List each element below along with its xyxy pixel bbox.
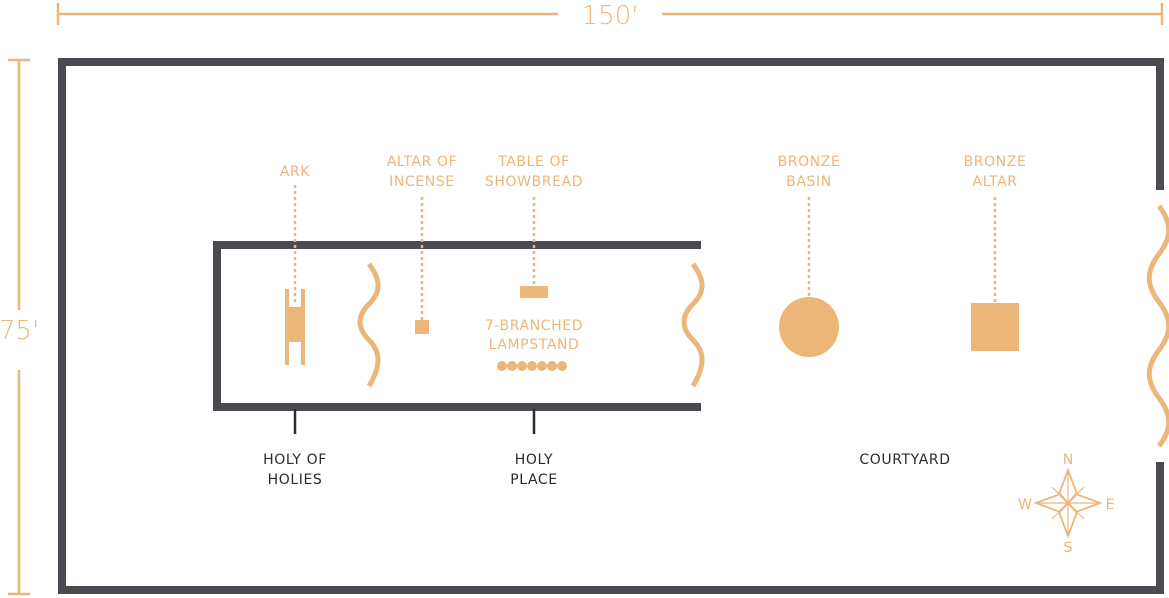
bronze-altar-label-1: BRONZE xyxy=(964,154,1027,170)
courtyard-wall xyxy=(58,58,1164,594)
holy-place-label-2: PLACE xyxy=(510,472,558,488)
bronze-altar-label-2: ALTAR xyxy=(972,174,1017,190)
compass-rose-icon: N S E W xyxy=(1018,452,1114,556)
holy-of-holies-label-2: HOLIES xyxy=(268,472,323,488)
veil-curtain xyxy=(357,262,381,388)
showbread-label-1: TABLE OF xyxy=(497,154,570,170)
courtyard-gate-curtain xyxy=(1146,204,1169,448)
ark-label: ARK xyxy=(280,164,311,180)
ark: ARK xyxy=(280,164,311,365)
courtyard-label: COURTYARD xyxy=(859,452,950,468)
lampstand-lamps xyxy=(497,361,567,371)
compass-north: N xyxy=(1063,452,1073,468)
altar-incense-label-1: ALTAR OF xyxy=(387,154,458,170)
basin-label-1: BRONZE xyxy=(778,154,841,170)
height-label: 75' xyxy=(0,316,39,346)
compass-east: E xyxy=(1106,497,1115,513)
altar-incense-label-2: INCENSE xyxy=(389,174,455,190)
compass-south: S xyxy=(1064,540,1073,556)
height-dimension: 75' xyxy=(0,58,39,596)
holy-place-label-1: HOLY xyxy=(515,452,553,468)
table-of-showbread: TABLE OF SHOWBREAD xyxy=(485,154,583,298)
tabernacle-wall xyxy=(213,241,701,411)
bronze-altar: BRONZE ALTAR xyxy=(964,154,1027,351)
altar-of-incense: ALTAR OF INCENSE xyxy=(387,154,458,334)
width-dimension: 150' xyxy=(56,1,1164,31)
width-label: 150' xyxy=(582,1,639,31)
basin-label-2: BASIN xyxy=(786,174,832,190)
holy-of-holies-label-1: HOLY OF xyxy=(263,452,327,468)
compass-west: W xyxy=(1018,497,1032,513)
showbread-label-2: SHOWBREAD xyxy=(485,174,583,190)
lampstand-label-2: LAMPSTAND xyxy=(489,337,580,353)
bronze-basin: BRONZE BASIN xyxy=(778,154,841,357)
lampstand-label-1: 7-BRANCHED xyxy=(485,318,583,334)
tabernacle-entrance-curtain xyxy=(681,262,705,388)
lampstand: 7-BRANCHED LAMPSTAND xyxy=(485,318,583,371)
